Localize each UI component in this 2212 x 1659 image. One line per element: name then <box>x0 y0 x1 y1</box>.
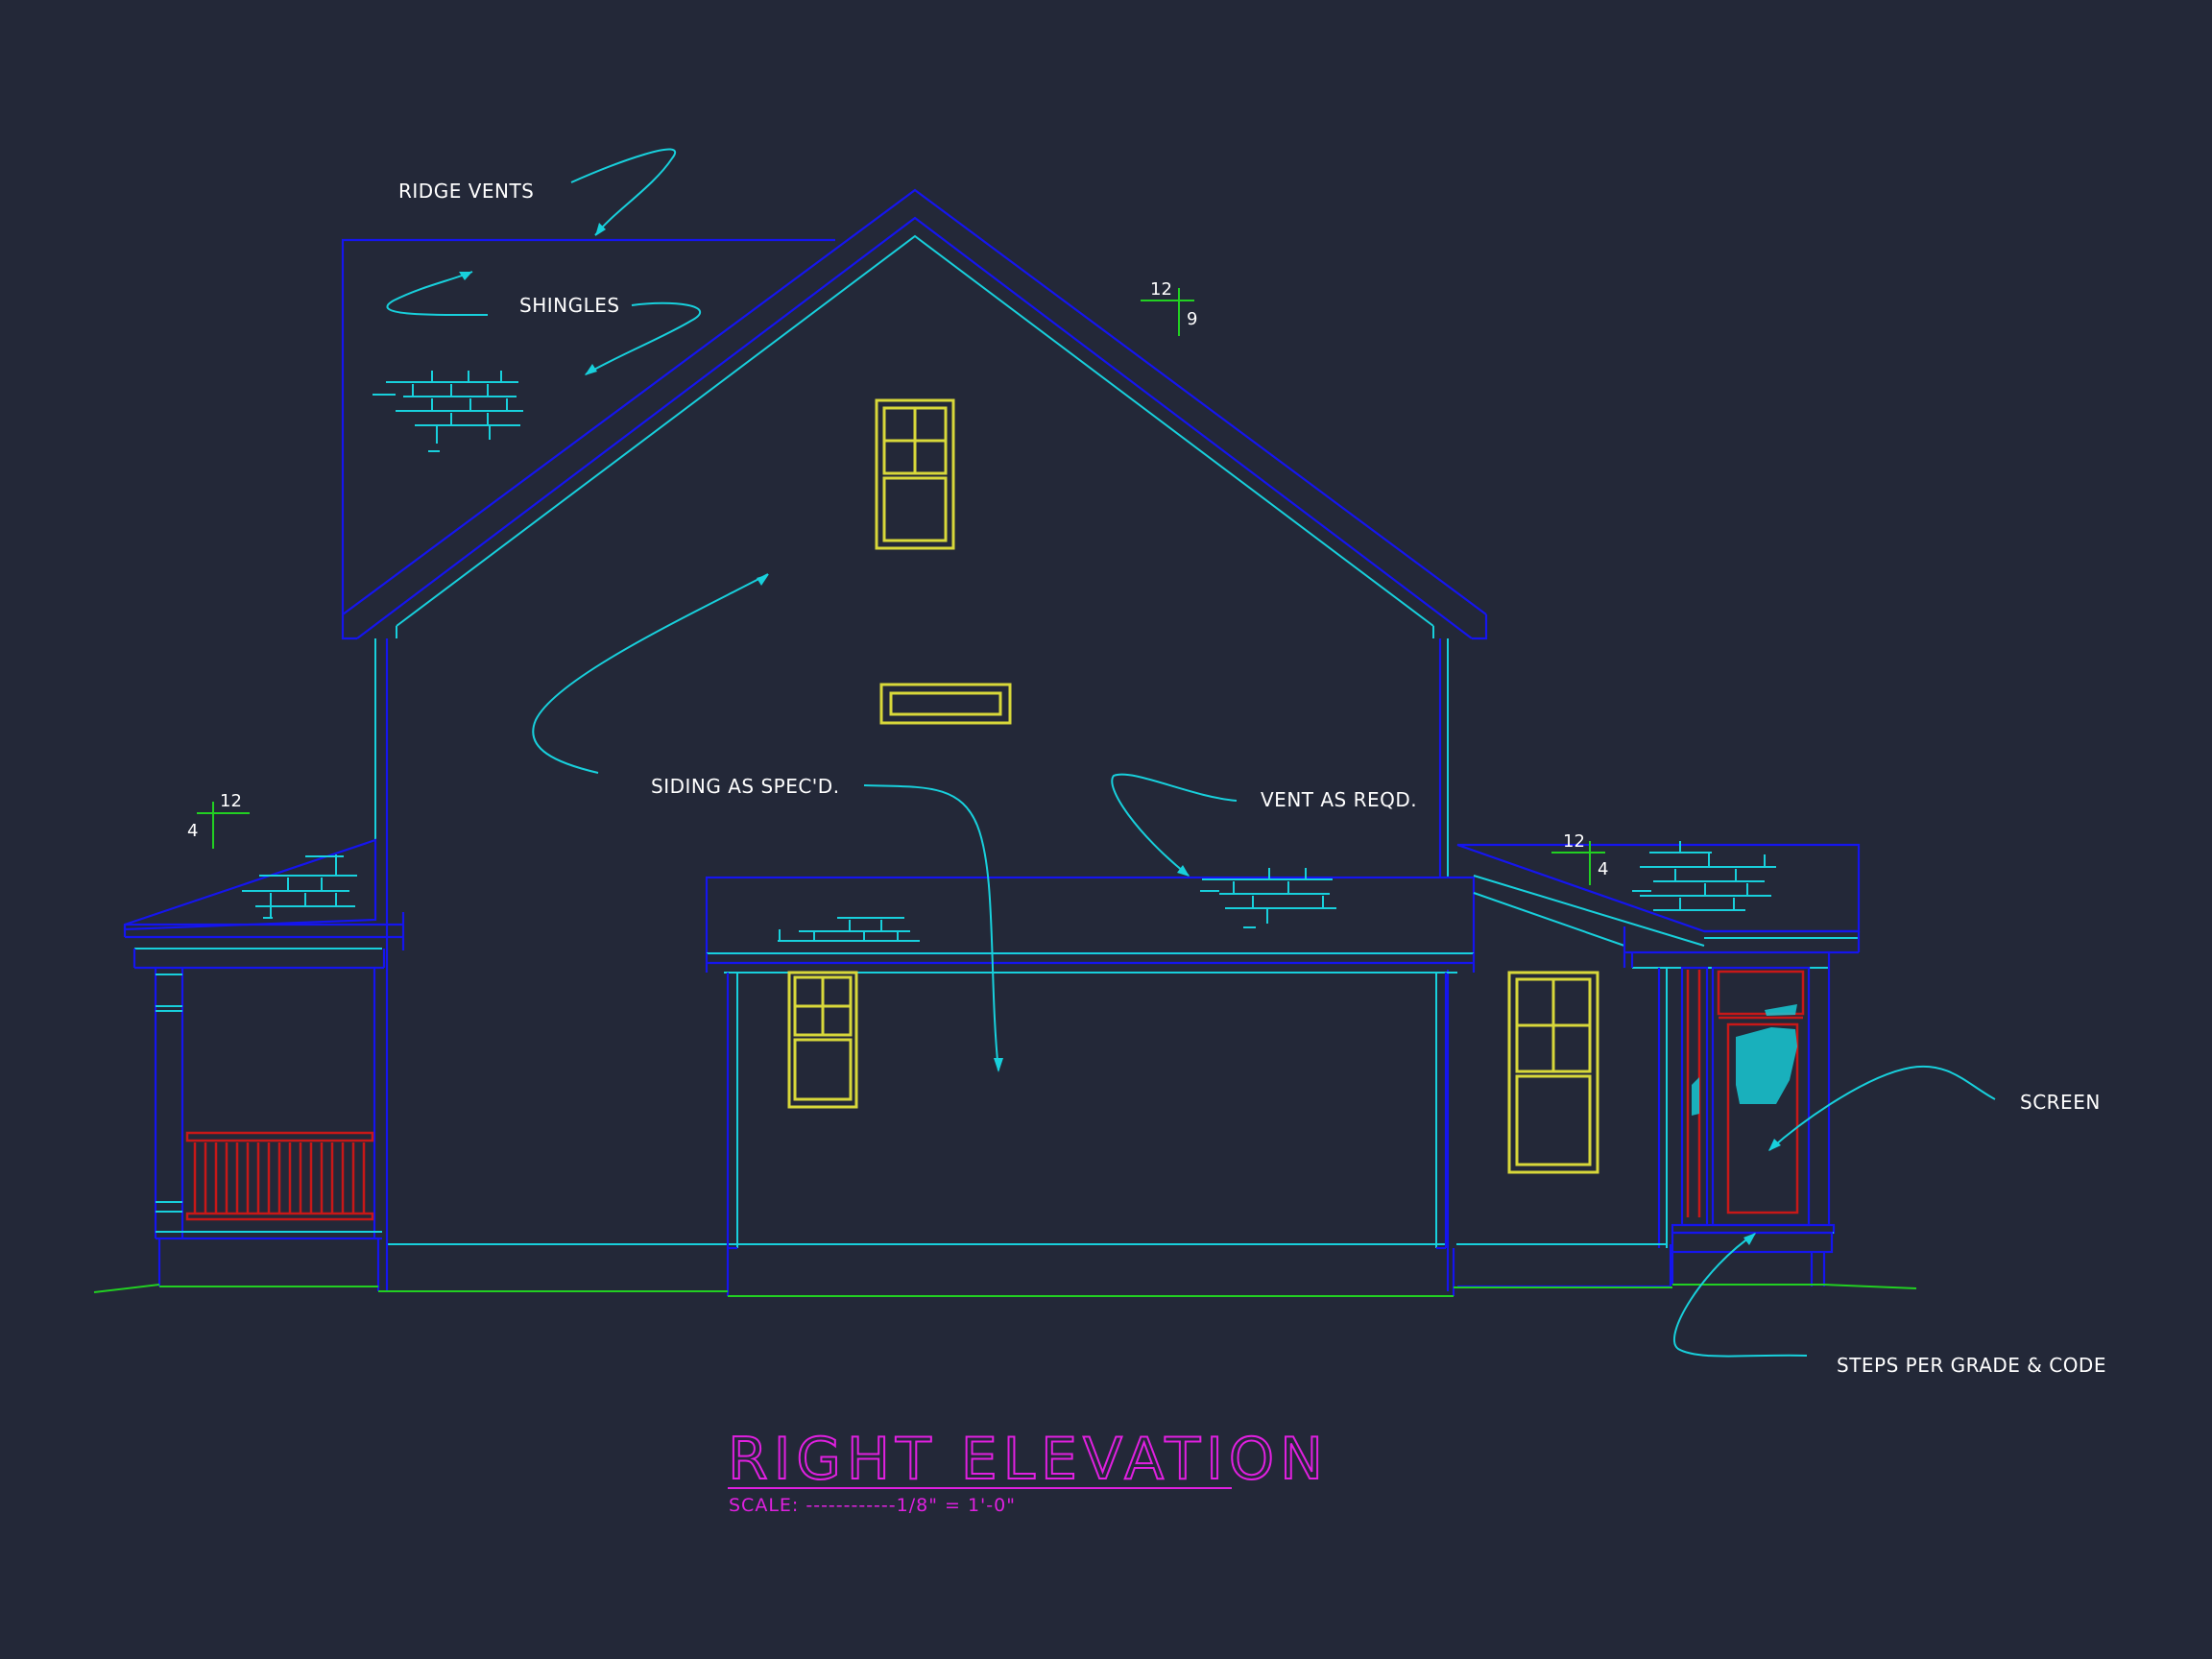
label-screen: SCREEN <box>2020 1091 2101 1114</box>
left-porch <box>123 838 405 1291</box>
pitch-marker-left: 12 4 <box>187 791 250 849</box>
title-block: RIGHT ELEVATION SCALE: ------------1/8" … <box>727 1425 1329 1516</box>
right-window <box>1507 971 1599 1174</box>
shingle-symbol-left-porch <box>242 854 357 919</box>
pitch-run-main: 12 <box>1150 279 1172 300</box>
pitch-marker-right: 12 4 <box>1551 831 1608 885</box>
leader-lines <box>386 148 1996 1358</box>
gable-vent <box>879 683 1012 725</box>
pitch-run-right: 12 <box>1563 831 1585 852</box>
main-gable-roof <box>341 188 1488 640</box>
upper-gable-window <box>875 398 955 550</box>
pitch-rise-right: 4 <box>1598 859 1608 879</box>
label-siding: SIDING AS SPEC'D. <box>651 775 840 798</box>
pitch-run-left: 12 <box>220 791 242 811</box>
drawing-title: RIGHT ELEVATION <box>728 1426 1329 1493</box>
drawing-scale: SCALE: ------------1/8" = 1'-0" <box>729 1495 1016 1516</box>
shingle-symbol-upper <box>373 371 523 452</box>
shingle-symbol-right-bump <box>1200 868 1336 928</box>
bumpout-window <box>787 971 858 1109</box>
porch-railing-balusters <box>193 1142 366 1214</box>
pitch-rise-left: 4 <box>187 821 198 841</box>
shingle-symbol-bumpout <box>778 917 920 942</box>
pitch-rise-main: 9 <box>1187 309 1197 329</box>
label-ridge-vents: RIDGE VENTS <box>398 180 534 203</box>
label-shingles: SHINGLES <box>519 294 620 317</box>
main-walls <box>374 638 1450 1291</box>
label-steps: STEPS PER GRADE & CODE <box>1837 1354 2106 1377</box>
shingle-symbol-right-wing <box>1632 841 1776 911</box>
grade-line <box>93 1284 1917 1297</box>
screen-hatch <box>1736 1027 1797 1104</box>
pitch-marker-main: 12 9 <box>1141 279 1197 336</box>
label-vent: VENT AS REQD. <box>1261 788 1417 811</box>
right-wing <box>1456 843 1861 1288</box>
